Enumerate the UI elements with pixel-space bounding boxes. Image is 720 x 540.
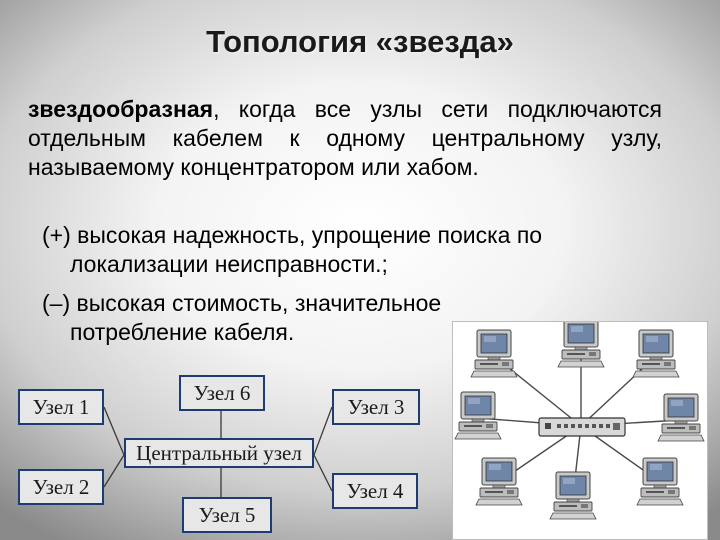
hub-icon xyxy=(538,417,626,437)
connector-node-1 xyxy=(103,406,125,456)
node-4-box: Узел 4 xyxy=(332,473,418,509)
diagram-connectors xyxy=(103,406,333,497)
pros-item: (+) высокая надежность, упрощение поиска… xyxy=(42,222,543,277)
connector-node-3 xyxy=(313,406,333,456)
central-node-box: Центральный узел xyxy=(124,438,314,468)
node-1-box: Узел 1 xyxy=(18,389,104,425)
node-3-box: Узел 3 xyxy=(332,389,420,425)
node-5-box: Узел 5 xyxy=(182,497,272,533)
connector-node-2 xyxy=(103,454,125,488)
star-network-illustration xyxy=(454,322,705,520)
slide-title: Топология «звезда» xyxy=(206,24,514,59)
star-network-picture xyxy=(452,321,708,540)
definition-paragraph: звездообразная, когда все узлы сети подк… xyxy=(28,95,662,182)
cons-item: (–) высокая стоимость, значительное потр… xyxy=(42,290,442,345)
definition-text: , когда все узлы сети подключаются отдел… xyxy=(28,96,662,180)
node-6-box: Узел 6 xyxy=(179,375,265,411)
node-2-box: Узел 2 xyxy=(18,469,104,505)
connector-node-4 xyxy=(313,454,333,492)
definition-term: звездообразная xyxy=(28,96,214,122)
